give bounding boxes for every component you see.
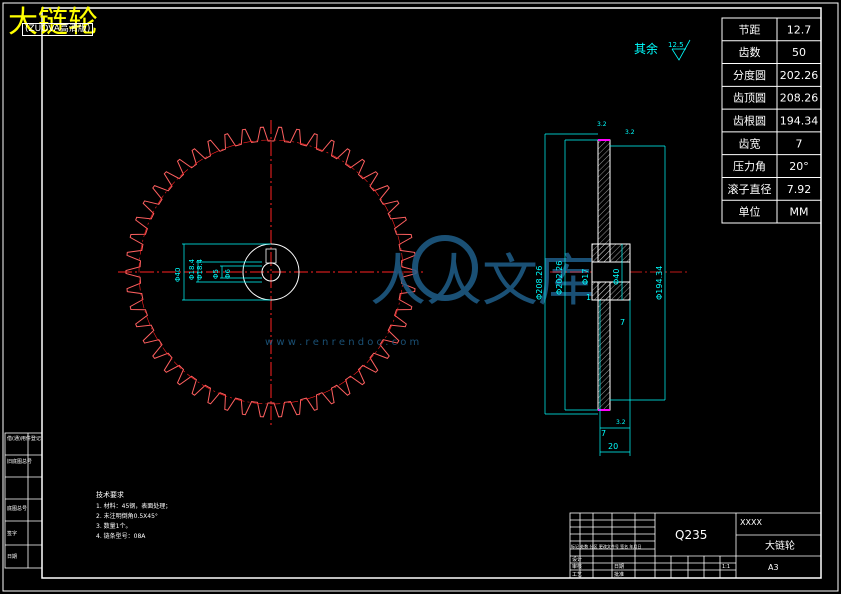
tech-requirements: 技术要求 1. 材料：45钢，表面处理； 2. 未注明倒角0.5X45° 3. … (96, 490, 171, 540)
left-strip-cell: 旧底图总号 (7, 458, 32, 465)
front-view: Φ40 Φ18.4 Φ18.4 Φ6 Φ5 (118, 120, 425, 425)
left-strip-cell: 日期 (7, 554, 17, 560)
tech-item: 2. 未注明倒角0.5X45° (96, 512, 158, 520)
param-value: 194.34 (780, 115, 819, 128)
title-block (569, 512, 822, 579)
tb-misc: 批准 (614, 571, 624, 578)
dim-rim-bottom: 7 (601, 429, 606, 438)
param-value: MM (790, 206, 809, 219)
dim-width: 20 (608, 442, 618, 451)
param-name: 齿宽 (739, 136, 761, 150)
pitch-circle (138, 139, 404, 405)
param-value: 208.26 (780, 92, 819, 105)
dim-hub: Φ40 (174, 268, 182, 282)
tb-name: 大链轮 (765, 539, 795, 552)
param-name: 压力角 (733, 160, 766, 173)
dim-rim: 7 (620, 318, 625, 327)
tb-material: Q235 (675, 528, 707, 542)
param-table (721, 17, 822, 224)
param-name: 单位 (739, 205, 761, 219)
bore (591, 261, 631, 283)
dim-hub-dia: Φ40 (612, 269, 621, 285)
dim-pitch: Φ202.26 (555, 261, 564, 295)
tb-scale: 1:1 (722, 564, 730, 570)
title-badge: (ZUOVA高清版) (22, 23, 94, 36)
watermark: 人人文库 w w w . r e n r e n d o c . c o m (265, 235, 594, 348)
tb-size: A3 (768, 563, 779, 572)
dim-one: 1 (586, 293, 591, 302)
left-strip-cell: 底图总号 (7, 505, 27, 512)
tech-title: 技术要求 (96, 490, 124, 499)
tech-item: 3. 数量1个。 (96, 522, 131, 530)
roughness-value: 12.5 (668, 41, 684, 49)
dim-chamfer-c: 3.2 (616, 419, 626, 426)
param-rows: 节距 12.7 齿数 50 分度圆 202.26 齿顶圆 208.26 齿根圆 194.34 齿宽 7… (722, 23, 821, 219)
dim-key: Φ6 (224, 268, 232, 279)
param-name: 滚子直径 (728, 182, 772, 196)
sprocket-profile (125, 126, 417, 418)
tb-row: 标记 处数 分区 更改文件号 签名 年月日 (571, 543, 641, 549)
left-strip-cell: 借(通)用件登记 (7, 435, 41, 442)
param-value: 202.26 (780, 69, 819, 82)
param-value: 12.7 (787, 23, 812, 36)
dim-chamfer-a: 3.2 (597, 121, 607, 128)
watermark-url: w w w . r e n r e n d o c . c o m (265, 337, 419, 348)
dim-bore-a: Φ18.4 (188, 258, 196, 280)
tb-code: XXXX (740, 518, 762, 527)
watermark-text: 人人文库 (370, 249, 594, 314)
param-name: 节距 (739, 23, 761, 36)
roughness-symbol (671, 39, 691, 61)
left-strip (4, 432, 43, 569)
param-name: 分度圆 (733, 68, 766, 82)
left-strip-cell: 签字 (7, 530, 17, 537)
keyway (265, 248, 277, 264)
param-name: 齿数 (739, 46, 761, 59)
tb-row: 设计 (572, 556, 582, 563)
dim-bore-b: Φ18.4 (196, 258, 204, 280)
param-value: 50 (792, 46, 806, 59)
param-value: 20° (789, 160, 809, 173)
dim-chamfer-b: 3.2 (625, 129, 635, 136)
dim-bore: Φ17 (581, 269, 590, 285)
tb-row: 审核 (572, 563, 582, 570)
param-value: 7.92 (787, 183, 812, 196)
tb-row: 工艺 (572, 572, 582, 578)
roughness-label: 其余 (634, 41, 658, 56)
inner-frame (41, 7, 822, 579)
dim-key2: Φ5 (212, 269, 220, 279)
param-name: 齿根圆 (733, 114, 766, 128)
dim-outer: Φ208.26 (535, 266, 544, 300)
tech-item: 1. 材料：45钢，表面处理； (96, 502, 171, 510)
param-name: 齿顶圆 (733, 92, 766, 105)
side-view: Φ208.26 Φ202.26 Φ194.34 Φ17 Φ40 20 7 1 3… (535, 121, 690, 456)
tb-misc: 日期 (614, 564, 624, 570)
dim-root: Φ194.34 (655, 266, 664, 300)
tech-item: 4. 链条型号：08A (96, 532, 146, 540)
param-value: 7 (796, 137, 803, 150)
